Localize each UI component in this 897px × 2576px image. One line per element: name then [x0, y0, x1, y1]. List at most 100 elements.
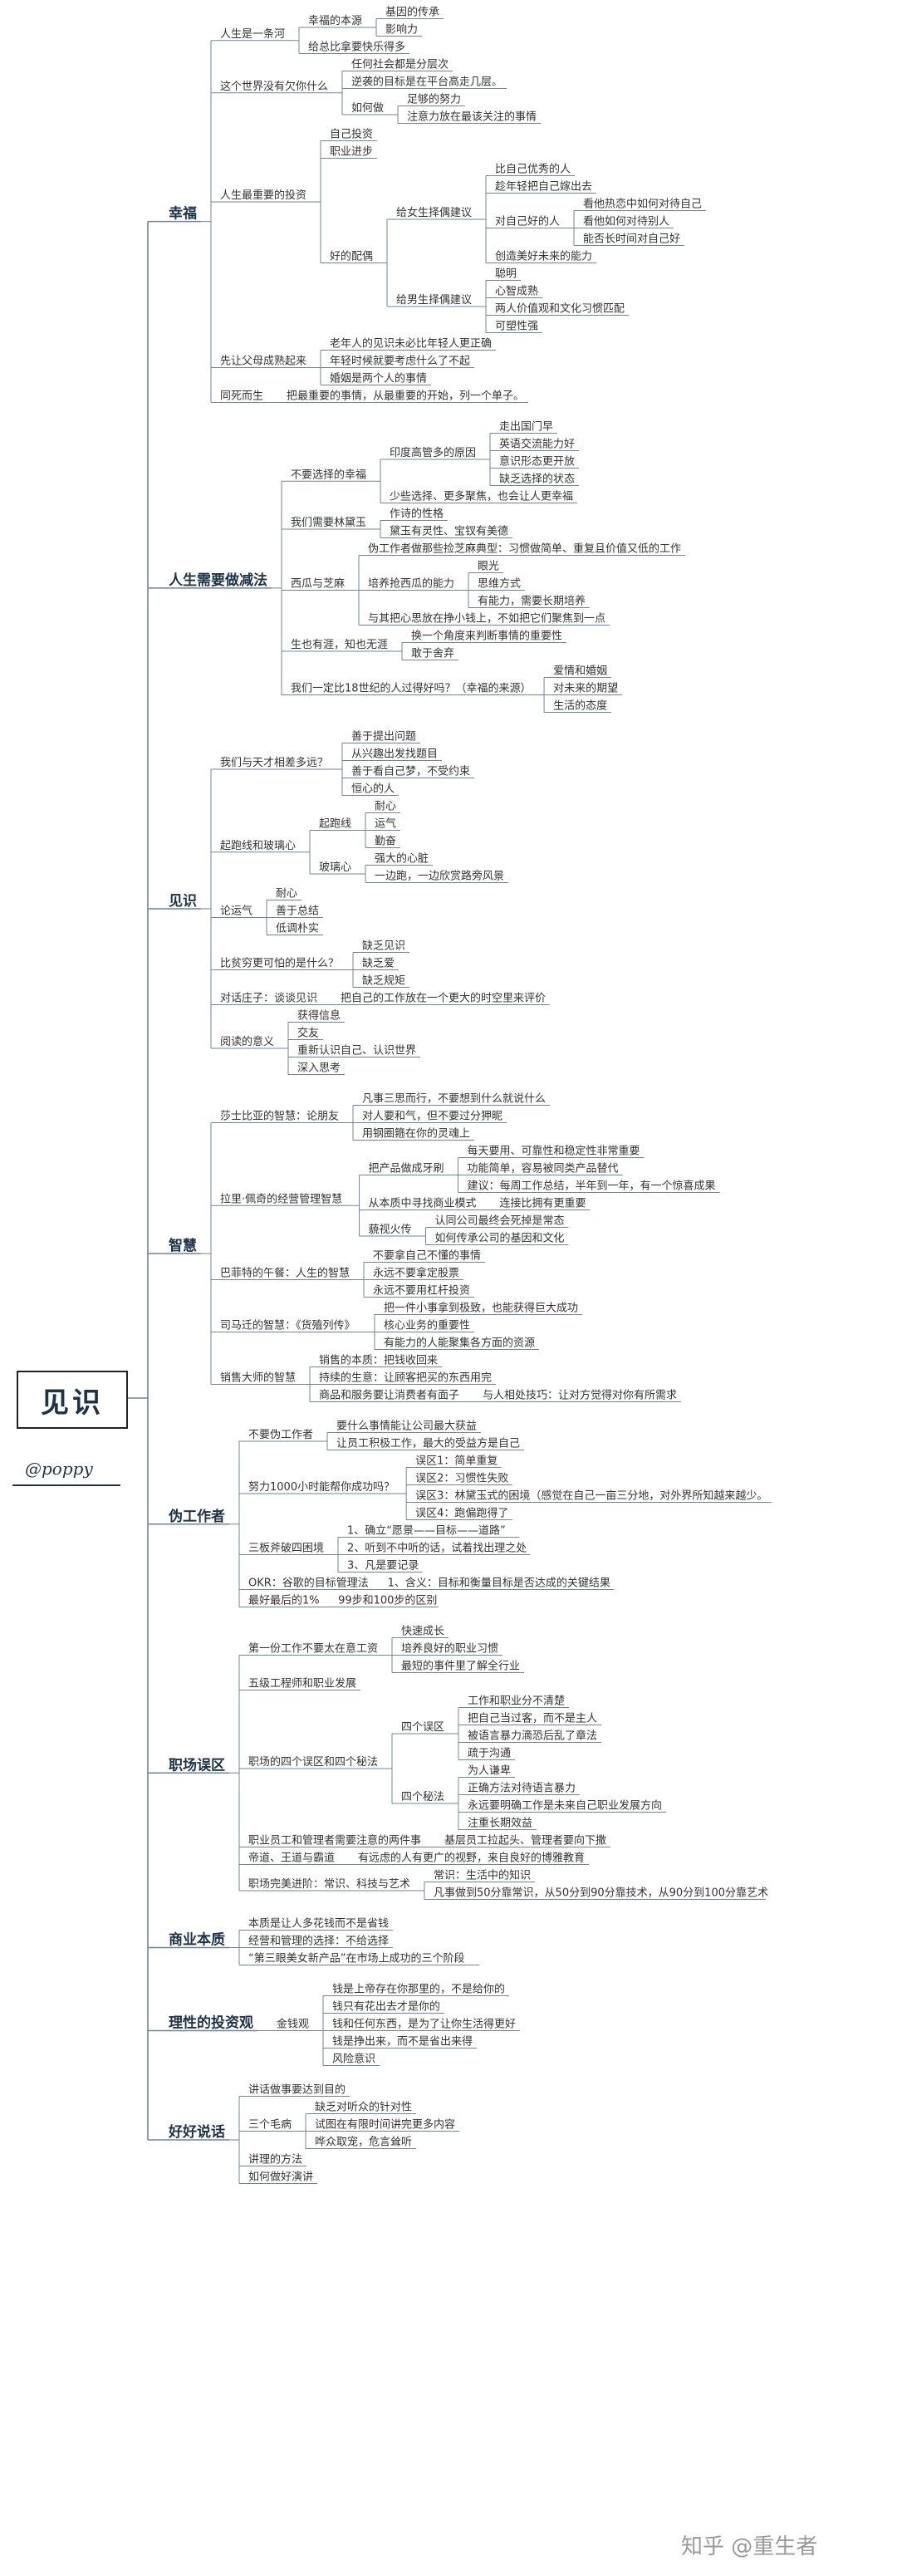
node-label[interactable]: 给男生择偶建议: [396, 294, 472, 307]
node-label[interactable]: 深入思考: [297, 1062, 341, 1075]
node-label[interactable]: 培养抢西瓜的能力: [368, 577, 454, 591]
node-label[interactable]: 把一件小事拿到极致，也能获得巨大成功: [384, 1302, 578, 1315]
node-label[interactable]: 善于看自己梦，不受约束: [351, 765, 470, 778]
node-label[interactable]: 比贫穷更可怕的是什么？: [220, 957, 339, 970]
node-label[interactable]: 爱情和婚姻: [553, 665, 607, 678]
node-label[interactable]: 自己投资: [330, 128, 373, 141]
node-label[interactable]: 职业进步: [330, 146, 373, 159]
node-label[interactable]: 一边跑，一边欣赏路旁风景: [375, 870, 504, 883]
node-label[interactable]: 误区3：林黛玉式的困境（感觉在自己一亩三分地，对外界所知越来越少。: [415, 1489, 767, 1503]
node-label[interactable]: 同死而生: [220, 390, 263, 403]
node-label[interactable]: 三个毛病: [248, 2119, 292, 2132]
node-label[interactable]: 阅读的意义: [220, 1035, 274, 1048]
node-label[interactable]: 影响力: [385, 23, 418, 37]
node-label[interactable]: 善于提出问题: [351, 730, 416, 743]
node-label[interactable]: 我们一定比18世纪的人过得好吗？（幸福的来源）: [291, 682, 532, 695]
node-label[interactable]: 从兴趣出发找题目: [351, 748, 438, 761]
node-label[interactable]: 注重长期效益: [468, 1817, 532, 1830]
category-label[interactable]: 职场误区: [169, 1757, 225, 1774]
node-label[interactable]: 三板斧破四困境: [248, 1543, 324, 1555]
node-label[interactable]: 玻璃心: [319, 861, 351, 874]
node-label[interactable]: 误区2：习惯性失败: [415, 1472, 508, 1485]
node-label[interactable]: 恒心的人: [351, 783, 395, 796]
node-label[interactable]: 不要拿自己不懂的事情: [373, 1249, 481, 1263]
node-label[interactable]: 把最重要的事情，从最重要的开始，列一个单子。: [287, 390, 524, 403]
node-label[interactable]: 如何传承公司的基因和文化: [435, 1232, 565, 1245]
node-label[interactable]: 销售的本质：把钱收回来: [319, 1354, 438, 1367]
node-label[interactable]: 强大的心脏: [375, 852, 429, 866]
node-label[interactable]: 认同公司最终会死掉是常态: [435, 1214, 565, 1228]
node-label[interactable]: 经营和管理的选择：不给选择: [248, 1935, 389, 1948]
node-label[interactable]: 生活的态度: [553, 699, 607, 713]
node-label[interactable]: 有能力，需要长期培养: [478, 595, 586, 608]
node-label[interactable]: 创造美好未来的能力: [495, 250, 592, 263]
node-label[interactable]: 先让父母成熟起来: [220, 355, 306, 368]
node-label[interactable]: 常识：生活中的知识: [434, 1869, 531, 1882]
node-label[interactable]: 意识形态更开放: [499, 455, 575, 469]
node-label[interactable]: 趁年轻把自己嫁出去: [495, 181, 592, 194]
node-label[interactable]: 不要选择的幸福: [291, 468, 366, 481]
node-label[interactable]: 每天要用、可靠性和稳定性非常重要: [468, 1145, 640, 1158]
node-label[interactable]: 重新认识自己、认识世界: [297, 1044, 416, 1057]
node-label[interactable]: 比自己优秀的人: [495, 163, 571, 176]
node-label[interactable]: 敢于舍弃: [411, 648, 454, 660]
node-label[interactable]: 与人相处技巧：让对方觉得对你有所需求: [483, 1389, 677, 1402]
node-label[interactable]: 钱是上帝存在你那里的，不是给你的: [332, 1983, 505, 1996]
node-label[interactable]: 帝道、王道与霸道: [248, 1852, 335, 1865]
node-label[interactable]: 缺乏选择的状态: [499, 473, 575, 486]
node-label[interactable]: 本质是让人多花钱而不是省钱: [248, 1917, 389, 1931]
node-label[interactable]: 试图在有限时间讲完更多内容: [315, 2118, 455, 2132]
node-label[interactable]: 勤奋: [375, 836, 396, 848]
node-label[interactable]: 商品和服务要让消费者有面子: [319, 1389, 459, 1402]
node-label[interactable]: 看他热恋中如何对待自己: [583, 198, 702, 211]
node-label[interactable]: 工作和职业分不清楚: [468, 1695, 565, 1708]
node-label[interactable]: 用钢圈箍在你的灵魂上: [362, 1127, 470, 1141]
node-label[interactable]: 莎士比亚的智慧：论朋友: [220, 1110, 339, 1123]
node-label[interactable]: 两人价值观和文化习惯匹配: [495, 302, 625, 316]
category-label[interactable]: 幸福: [169, 205, 197, 223]
node-label[interactable]: 把自己的工作放在一个更大的时空里来评价: [341, 992, 546, 1005]
category-label[interactable]: 见识: [169, 893, 197, 910]
node-label[interactable]: 足够的努力: [407, 93, 461, 106]
node-label[interactable]: 逆袭的目标是在平台高走几层。: [351, 76, 502, 89]
node-label[interactable]: 有能力的人能聚集各方面的资源: [384, 1337, 535, 1350]
node-label[interactable]: 聪明: [495, 268, 517, 281]
node-label[interactable]: 英语交流能力好: [499, 438, 575, 451]
node-label[interactable]: 连接比拥有更重要: [500, 1197, 586, 1210]
node-label[interactable]: 少些选择、更多聚焦，也会让人更幸福: [390, 490, 573, 503]
node-label[interactable]: 努力1000小时能帮你成功吗？: [248, 1481, 395, 1494]
node-label[interactable]: 拉里·佩奇的经营管理智慧: [220, 1192, 342, 1205]
node-label[interactable]: 最短的事件里了解全行业: [401, 1660, 520, 1673]
node-label[interactable]: 讲话做事要达到目的: [248, 2083, 346, 2097]
node-label[interactable]: 如何做好演讲: [248, 2171, 313, 2184]
node-label[interactable]: 可塑性强: [495, 321, 538, 333]
node-label[interactable]: 如何做: [351, 101, 384, 115]
node-label[interactable]: 任何社会都是分层次: [351, 58, 448, 71]
node-label[interactable]: 被语言暴力滴恐后乱了章法: [468, 1730, 597, 1743]
node-label[interactable]: 金钱观: [277, 2018, 309, 2031]
node-label[interactable]: 运气: [375, 817, 396, 831]
node-label[interactable]: 凡事做到50分靠常识，从50分到90分靠技术，从90分到100分靠艺术: [434, 1887, 768, 1900]
node-label[interactable]: 销售大师的智慧: [220, 1371, 296, 1385]
node-label[interactable]: 换一个角度来判断事情的重要性: [411, 630, 562, 643]
node-label[interactable]: 职业员工和管理者需要注意的两件事: [248, 1834, 421, 1847]
node-label[interactable]: 1、确立“愿景——目标——道路”: [347, 1524, 506, 1538]
node-label[interactable]: 论运气: [220, 905, 252, 918]
node-label[interactable]: “第三眼美女新产品”在市场上成功的三个阶段: [248, 1952, 464, 1965]
node-label[interactable]: 钱是挣出来，而不是省出来得: [332, 2035, 473, 2049]
node-label[interactable]: 生也有涯，知也无涯: [291, 638, 388, 651]
node-label[interactable]: 心智成熟: [495, 285, 538, 298]
category-label[interactable]: 人生需要做减法: [169, 572, 267, 589]
node-label[interactable]: 永远不要拿定股票: [373, 1267, 459, 1280]
node-label[interactable]: 快速成长: [401, 1626, 444, 1638]
node-label[interactable]: 我们与天才相差多远？: [220, 756, 328, 769]
node-label[interactable]: 婚姻是两个人的事情: [330, 372, 427, 385]
node-label[interactable]: 职场完美进阶：常识、科技与艺术: [248, 1878, 410, 1891]
node-label[interactable]: 伪工作者做那些捡芝麻典型：习惯做简单、重复且价值又低的工作: [368, 542, 681, 556]
node-label[interactable]: 获得信息: [297, 1009, 341, 1023]
node-label[interactable]: 1、含义：目标和衡量目标是否达成的关键结果: [388, 1577, 610, 1590]
node-label[interactable]: 交友: [297, 1027, 319, 1040]
node-label[interactable]: 藐视火传: [369, 1224, 412, 1236]
node-label[interactable]: 年轻时候就要考虑什么了不起: [330, 356, 470, 368]
category-label[interactable]: 伪工作者: [168, 1508, 225, 1525]
